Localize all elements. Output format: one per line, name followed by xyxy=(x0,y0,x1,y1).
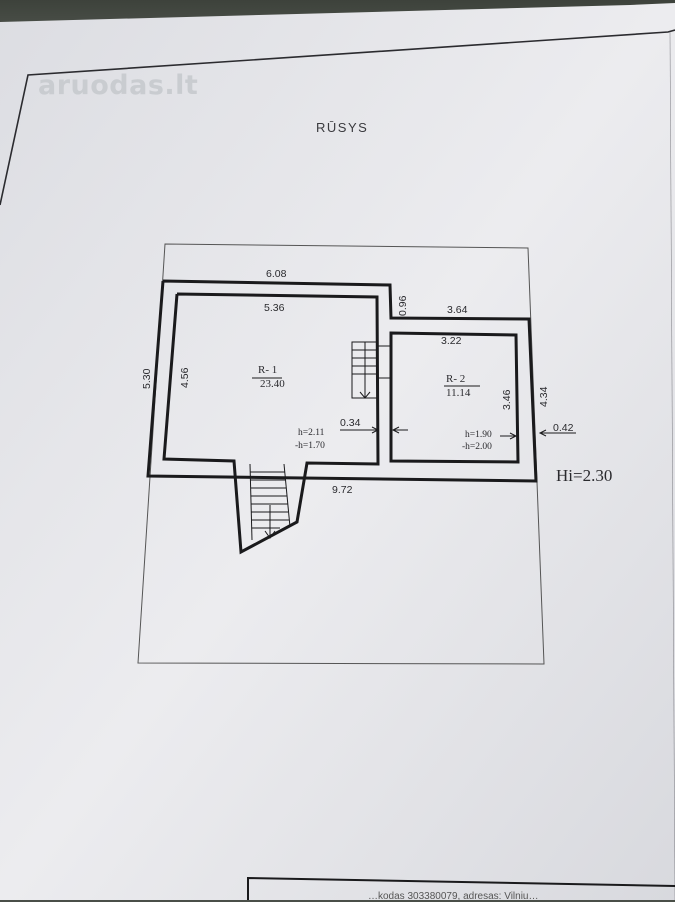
upper-staircase xyxy=(351,341,390,399)
total-height: Hi=2.30 xyxy=(556,466,613,485)
room-2-wall xyxy=(389,331,520,464)
arrow-gap xyxy=(371,426,380,434)
dim-right-wall: 0.42 xyxy=(553,422,574,434)
lower-staircase xyxy=(249,463,291,541)
dim-right-top-inner: 3.22 xyxy=(441,335,462,347)
arrow-wall xyxy=(538,429,547,437)
room-1-height: h=2.11 xyxy=(298,428,325,438)
room-2-neg-height: -h=2.00 xyxy=(462,442,492,452)
drawing-frame xyxy=(137,243,545,665)
room-2-area: 11.14 xyxy=(446,387,471,399)
dim-top-inner: 5.36 xyxy=(264,302,285,314)
footer-text: …kodas 303380079, adresas: Vilniu… xyxy=(368,891,539,902)
dim-step-vertical: 0.96 xyxy=(397,295,409,316)
dim-room2-height: 3.46 xyxy=(501,389,513,410)
dim-wall-gap: 0.34 xyxy=(340,417,361,429)
dim-right-top-outer: 3.64 xyxy=(447,304,468,316)
room-2-id: R- 2 xyxy=(446,373,466,385)
outer-wall xyxy=(146,279,538,483)
footer-frame xyxy=(247,876,675,900)
dim-bottom: 9.72 xyxy=(332,484,353,496)
plan-title: RŪSYS xyxy=(316,120,369,135)
room-2-height: h=1.90 xyxy=(465,430,492,440)
arrow-room2-right xyxy=(509,432,518,440)
dim-right-outer: 4.34 xyxy=(538,386,550,407)
room-1-neg-height: -h=1.70 xyxy=(295,441,325,451)
room-1-area: 23.40 xyxy=(260,378,285,390)
watermark-logo: aruodas.lt xyxy=(38,70,199,101)
room-1-id: R- 1 xyxy=(258,364,278,376)
page-border xyxy=(0,29,675,206)
dim-left-inner: 4.56 xyxy=(179,367,191,388)
dim-left-outer: 5.30 xyxy=(141,368,153,389)
arrow-room2-left xyxy=(391,426,400,434)
dim-top-outer: 6.08 xyxy=(266,268,287,280)
